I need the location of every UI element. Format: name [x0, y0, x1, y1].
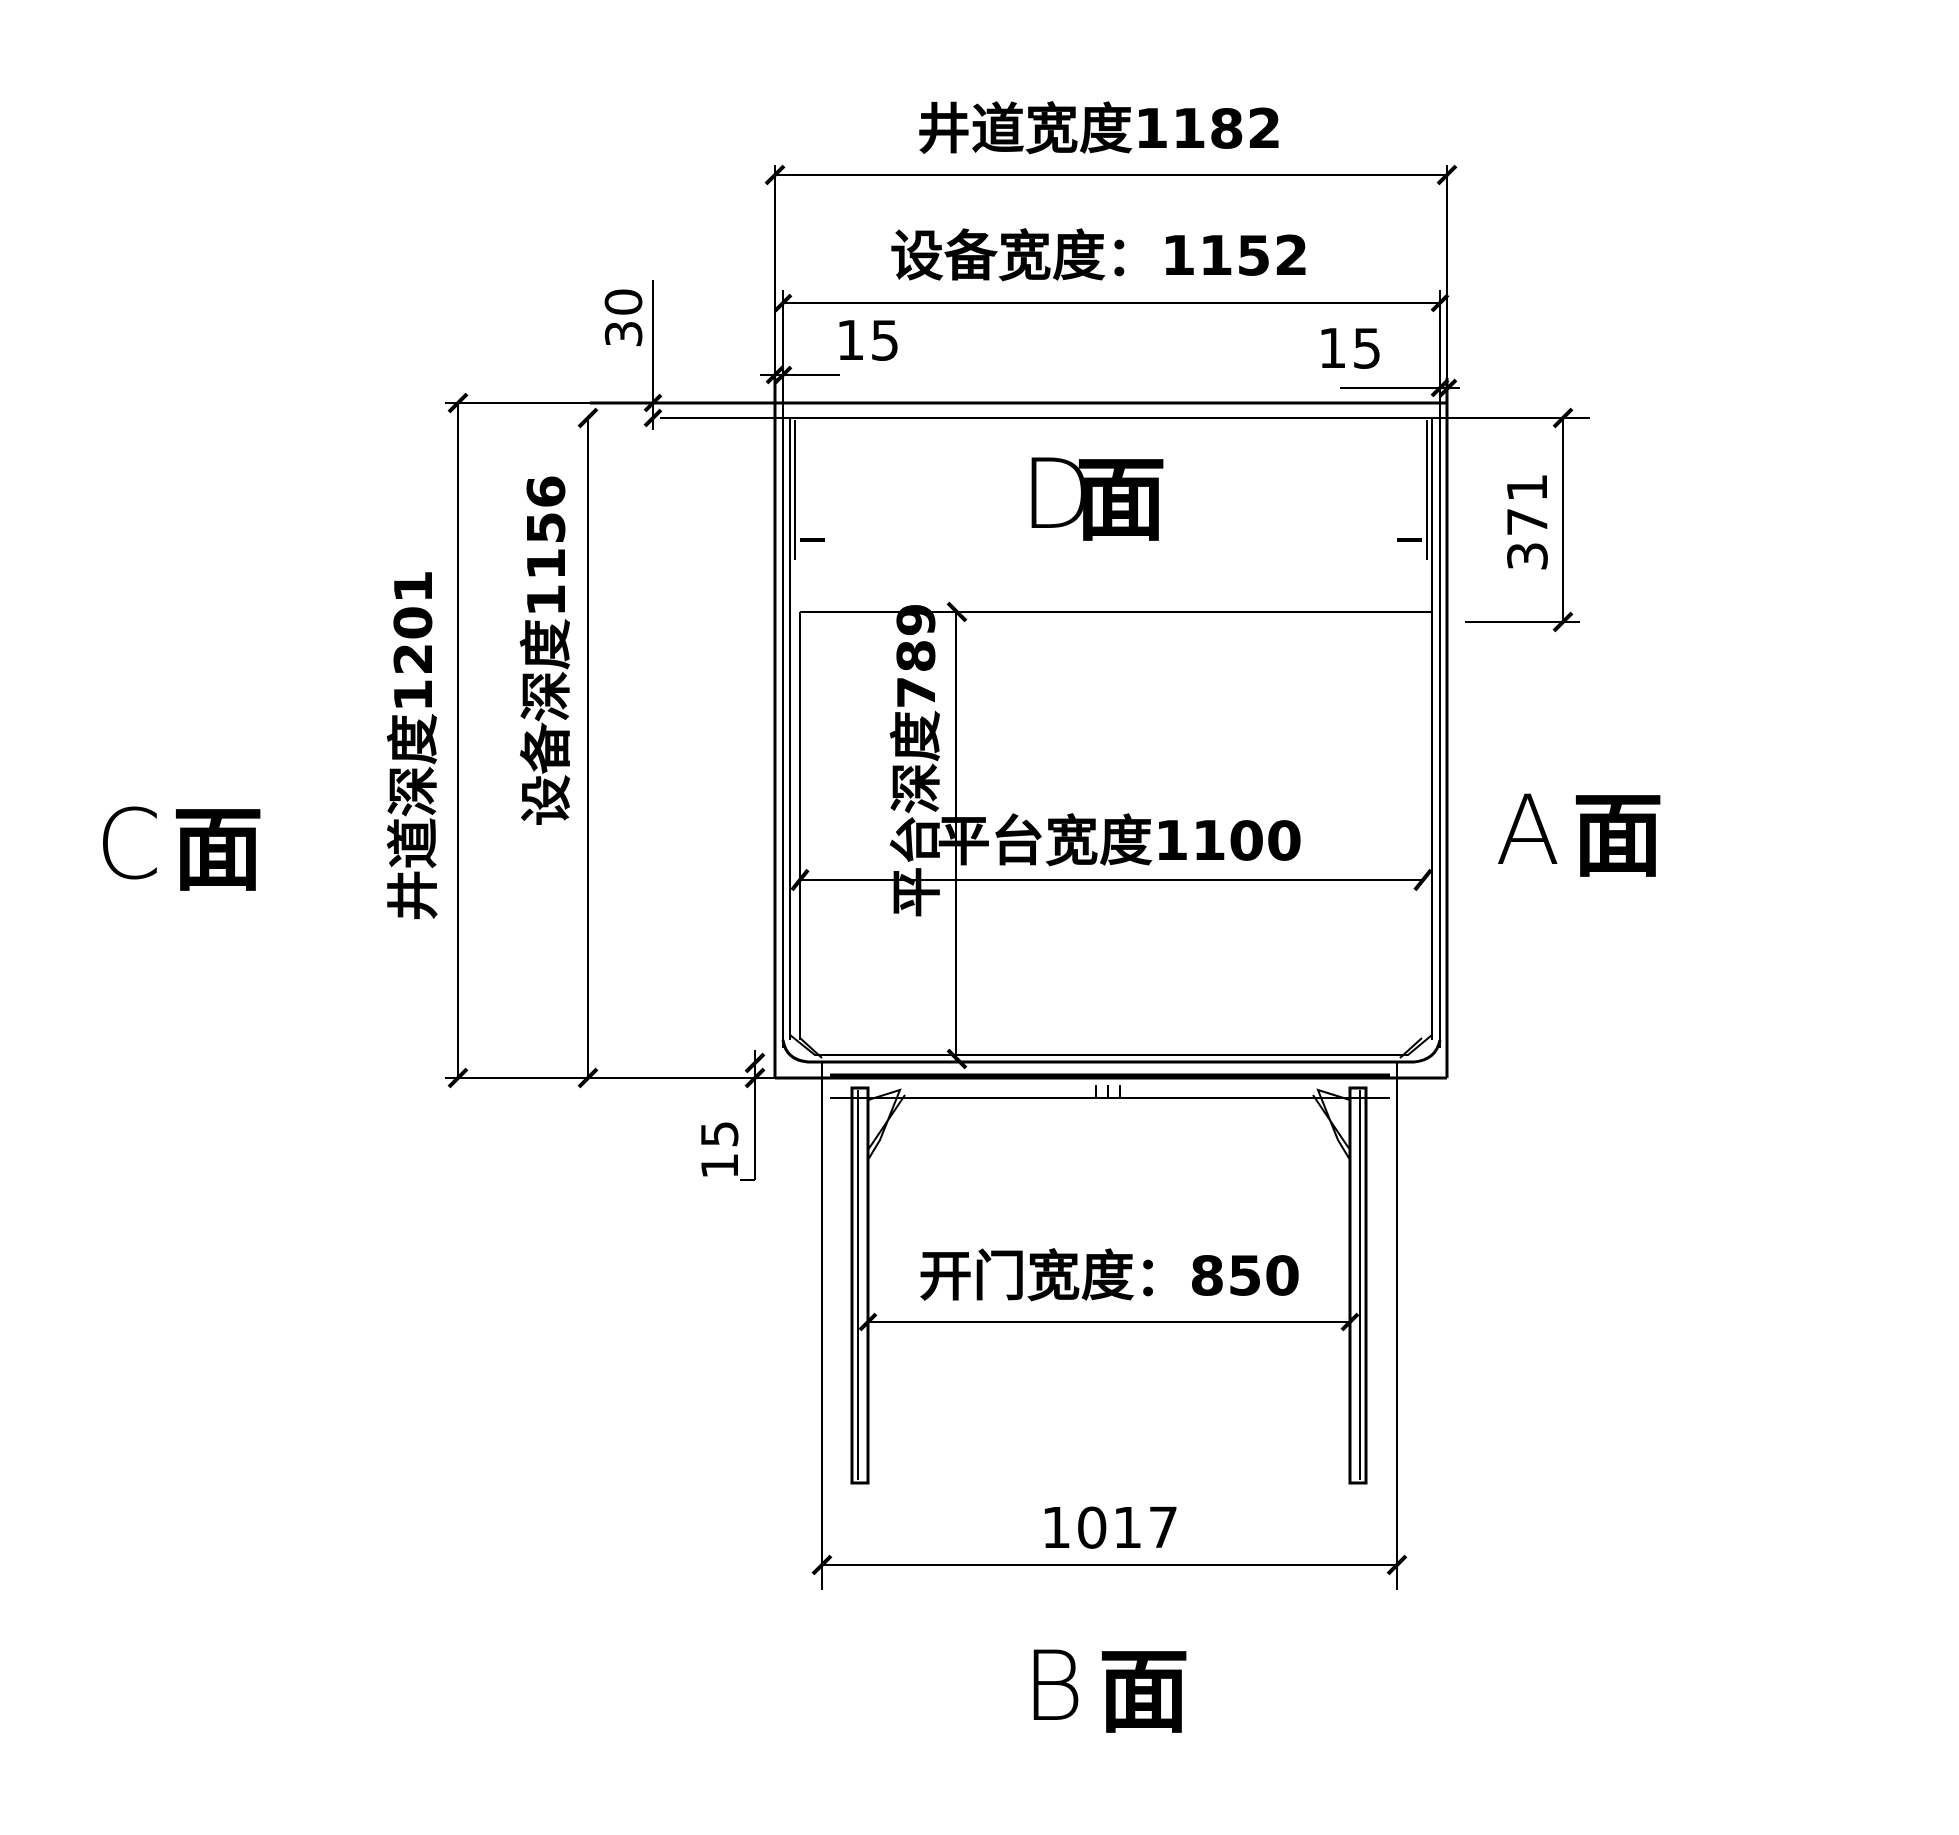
face-b-letter: B — [1022, 1631, 1085, 1743]
door-assembly — [821, 1061, 1398, 1590]
gap-top-label: 30 — [596, 286, 654, 350]
face-b-char: 面 — [1098, 1639, 1190, 1746]
door-width-label: 开门宽度：850 — [919, 1245, 1302, 1308]
platform-area — [790, 601, 1433, 1070]
platform-width-label: 平台宽度1100 — [937, 810, 1303, 873]
gap-right-label: 15 — [1316, 318, 1385, 381]
right-dimensions — [1465, 407, 1580, 633]
face-b-label: B 面 — [1022, 1631, 1190, 1746]
top-dimensions — [760, 164, 1460, 418]
bottom-dimensions — [811, 1554, 1408, 1576]
face-a-label: A 面 — [1495, 775, 1664, 890]
left-dimensions — [445, 280, 775, 1181]
gap-left-label: 15 — [834, 310, 903, 373]
face-c-letter: C — [95, 789, 162, 901]
face-c-char: 面 — [172, 797, 264, 904]
face-d-char: 面 — [1075, 447, 1167, 554]
shaft-outline — [590, 378, 1590, 1080]
equipment-depth-label: 设备深度1156 — [518, 474, 578, 827]
equipment-width-label: 设备宽度：1152 — [890, 225, 1310, 288]
platform-depth-label: 平台深度789 — [888, 602, 948, 919]
face-a-letter: A — [1495, 775, 1561, 887]
face-d-letter: D — [1020, 439, 1094, 551]
shaft-depth-label: 井道深度1201 — [385, 569, 445, 922]
face-d-label: D 面 — [1020, 439, 1167, 554]
shaft-width-label: 井道宽度1182 — [917, 98, 1283, 161]
face-c-label: C 面 — [95, 789, 264, 904]
dim-371-label: 371 — [1497, 470, 1560, 573]
gap-bottom-label: 15 — [692, 1118, 750, 1182]
car-body — [781, 418, 1442, 1064]
face-a-char: 面 — [1572, 783, 1664, 890]
frame-width-label: 1017 — [1039, 1497, 1182, 1562]
